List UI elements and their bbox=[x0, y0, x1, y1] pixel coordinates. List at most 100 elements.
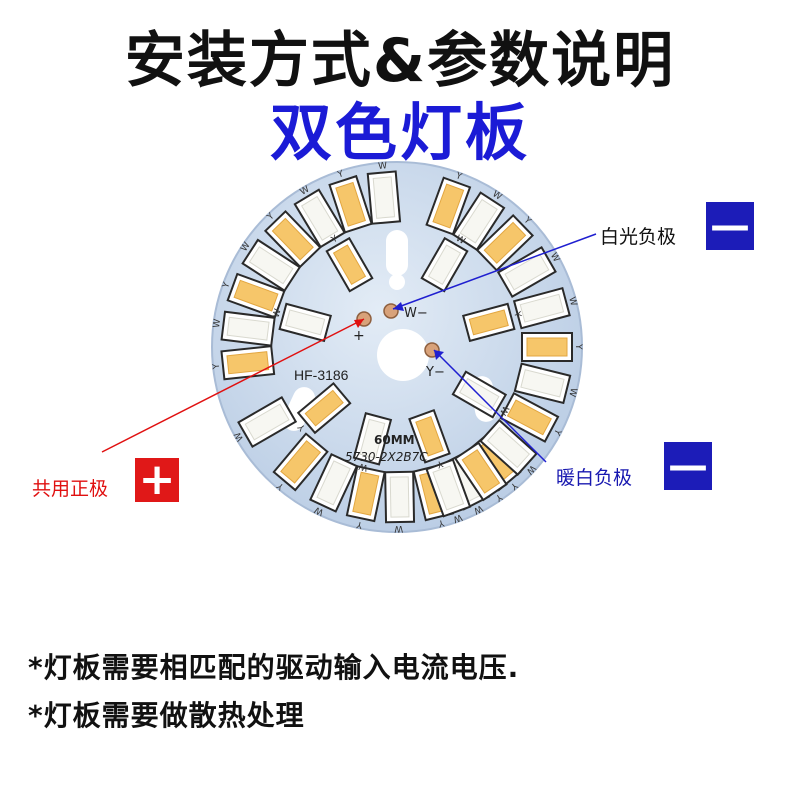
led-polarity-letter: Y bbox=[573, 343, 583, 350]
led-polarity-letter: W bbox=[212, 318, 223, 328]
warm-led-chip: Y bbox=[499, 391, 563, 443]
spec-label: 5730-2X2B7C bbox=[345, 450, 428, 464]
led-polarity-letter: W bbox=[452, 511, 464, 523]
led-phosphor bbox=[300, 195, 339, 241]
mounting-slot bbox=[386, 230, 408, 276]
y-mark: Y− bbox=[425, 365, 445, 380]
warm-callout-line bbox=[433, 349, 547, 463]
led-phosphor bbox=[233, 279, 279, 312]
led-phosphor bbox=[226, 316, 270, 341]
led-phosphor bbox=[415, 416, 444, 457]
led-phosphor bbox=[459, 198, 498, 244]
white-callout-line bbox=[392, 233, 597, 310]
plus-sign-icon: + bbox=[138, 454, 176, 505]
warm-callout-arrowhead bbox=[434, 350, 444, 360]
led-phosphor bbox=[519, 293, 565, 323]
led-phosphor bbox=[280, 440, 322, 484]
led-polarity-letter: Y bbox=[212, 362, 223, 370]
led-phosphor bbox=[432, 465, 465, 511]
led-polarity-letter: Y bbox=[493, 491, 504, 503]
led-phosphor bbox=[526, 337, 568, 357]
center-hole bbox=[377, 329, 429, 381]
led-phosphor bbox=[304, 389, 344, 427]
white-callout-arrowhead bbox=[393, 302, 404, 311]
led-polarity-letter: W bbox=[358, 460, 369, 472]
white-led-chip: W bbox=[513, 362, 578, 405]
white-led-chip: W bbox=[352, 411, 393, 472]
w-mark: W− bbox=[404, 306, 428, 321]
led-phosphor bbox=[335, 181, 366, 227]
positive-callout-arrowhead bbox=[354, 319, 364, 328]
white-led-chip: W bbox=[512, 286, 578, 330]
warm-led-chip: Y bbox=[296, 381, 352, 435]
white-negative-badge: — bbox=[706, 202, 754, 250]
led-phosphor bbox=[359, 418, 386, 459]
white-led-chip: W bbox=[425, 458, 472, 524]
led-phosphor bbox=[352, 471, 380, 516]
led-phosphor bbox=[486, 426, 531, 469]
white-led-chip: W bbox=[384, 470, 416, 533]
white-led-chip: W bbox=[451, 189, 506, 252]
white-led-chip: W bbox=[496, 246, 561, 298]
common-positive-label: 共用正极 bbox=[32, 478, 109, 500]
white-led-chip: W bbox=[479, 418, 538, 476]
led-polarity-letter: Y bbox=[521, 215, 533, 227]
led-phosphor bbox=[468, 309, 509, 336]
minus-sign-icon: — bbox=[710, 203, 750, 249]
warm-led-chip: Y bbox=[453, 441, 508, 503]
led-phosphor bbox=[248, 246, 294, 285]
led-phosphor bbox=[372, 176, 396, 219]
led-polarity-letter: W bbox=[472, 503, 485, 516]
led-phosphor bbox=[483, 221, 527, 264]
led-phosphor bbox=[389, 476, 410, 518]
led-polarity-letter: Y bbox=[437, 517, 446, 528]
led-phosphor bbox=[461, 449, 501, 494]
white-negative-solder-pad bbox=[383, 303, 399, 319]
led-phosphor bbox=[271, 217, 314, 261]
white-led-chip: W bbox=[309, 452, 359, 517]
led-polarity-letter: W bbox=[378, 161, 388, 172]
led-phosphor bbox=[316, 460, 351, 506]
positive-callout-line bbox=[101, 318, 365, 453]
led-polarity-letter: W bbox=[566, 387, 578, 398]
mounting-hole bbox=[389, 274, 405, 290]
led-phosphor bbox=[226, 351, 270, 375]
page-subtitle: 双色灯板 bbox=[269, 96, 530, 169]
led-polarity-letter: Y bbox=[221, 281, 233, 291]
led-polarity-letter: Y bbox=[435, 457, 445, 469]
led-polarity-letter: Y bbox=[329, 234, 340, 246]
plus-mark: + bbox=[353, 328, 365, 344]
warm-negative-badge: — bbox=[664, 442, 712, 490]
white-led-chip: W bbox=[366, 161, 402, 225]
led-polarity-letter: Y bbox=[508, 479, 520, 491]
led-polarity-letter: Y bbox=[336, 169, 346, 181]
warm-led-chip: Y bbox=[408, 408, 451, 469]
warm-led-chip: Y bbox=[521, 332, 583, 362]
white-led-chip: W bbox=[272, 302, 333, 343]
led-phosphor bbox=[244, 403, 290, 441]
warm-led-chip: Y bbox=[221, 272, 286, 319]
size-label: 60MM bbox=[374, 433, 415, 447]
warm-led-chip: Y bbox=[272, 432, 329, 492]
led-polarity-letter: W bbox=[566, 296, 578, 307]
white-led-chip: W bbox=[233, 396, 298, 448]
led-polarity-letter: Y bbox=[453, 171, 463, 183]
warm-negative-label: 暖白负极 bbox=[556, 467, 633, 489]
warm-led-chip: Y bbox=[345, 465, 386, 530]
led-polarity-letter: W bbox=[313, 504, 325, 517]
minus-sign-icon: — bbox=[668, 443, 708, 489]
led-polarity-letter: Y bbox=[511, 310, 522, 319]
led-polarity-letter: W bbox=[394, 523, 403, 533]
led-phosphor bbox=[520, 369, 565, 398]
led-polarity-letter: Y bbox=[551, 426, 563, 437]
led-polarity-letter: Y bbox=[355, 519, 364, 530]
led-phosphor bbox=[332, 244, 367, 285]
note-driver: *灯板需要相匹配的驱动输入电流电压. bbox=[28, 651, 520, 684]
note-heat: *灯板需要做散热处理 bbox=[28, 699, 305, 732]
warm-led-chip: Y bbox=[263, 209, 322, 269]
warm-led-chip: Y bbox=[328, 169, 373, 234]
led-polarity-letter: Y bbox=[275, 480, 287, 492]
white-negative-label: 白光负极 bbox=[600, 226, 677, 248]
led-polarity-letter: W bbox=[272, 308, 284, 319]
led-polarity-letter: Y bbox=[265, 211, 277, 223]
